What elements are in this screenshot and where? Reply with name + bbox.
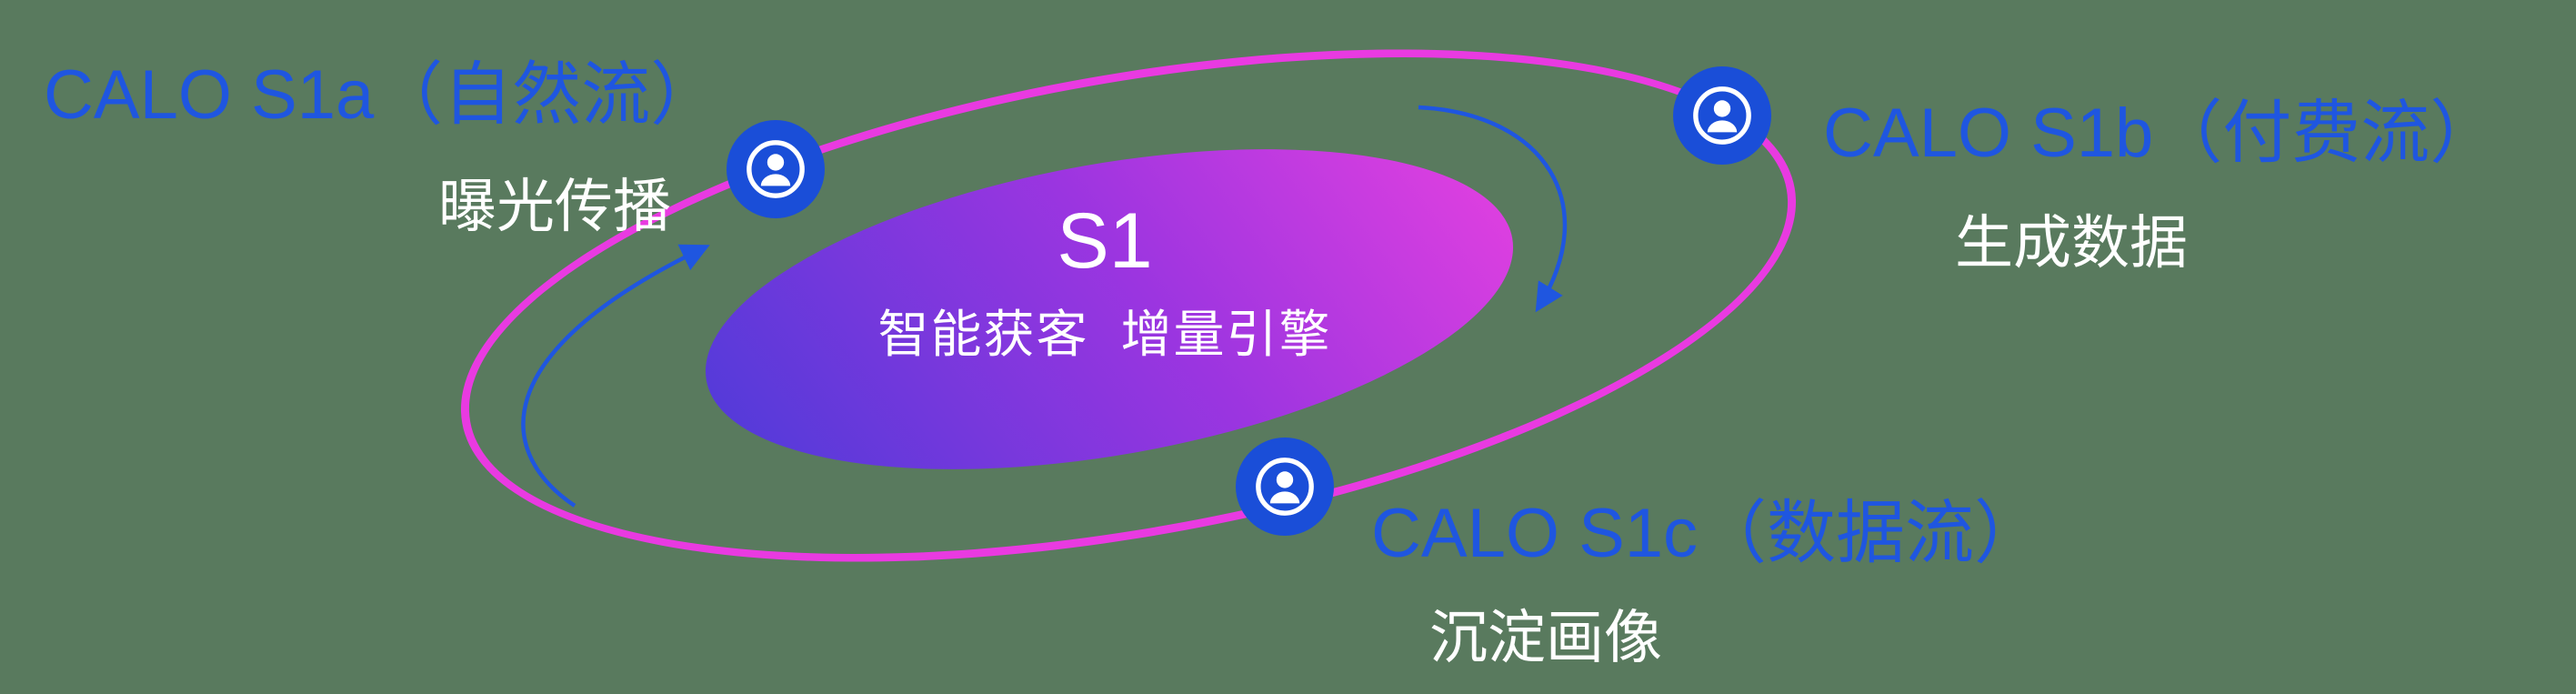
node-s1c xyxy=(1236,438,1334,536)
label-s1b-title: CALO S1b（付费流） xyxy=(1823,95,2500,172)
user-circle-icon xyxy=(1673,66,1771,165)
user-circle-icon xyxy=(727,120,825,218)
center-subtitle: 智能获客 增量引擎 xyxy=(877,305,1332,363)
node-s1a xyxy=(727,120,825,218)
label-s1a-subtitle: 曝光传播 xyxy=(438,174,671,239)
center-text-block: S1 智能获客 增量引擎 xyxy=(832,198,1378,367)
label-s1c-subtitle: 沉淀画像 xyxy=(1429,605,1662,670)
user-circle-icon xyxy=(1236,438,1334,536)
label-s1b-subtitle: 生成数据 xyxy=(1955,210,2188,276)
label-s1a-title: CALO S1a（自然流） xyxy=(44,56,720,134)
node-s1b xyxy=(1673,66,1771,165)
center-title: S1 xyxy=(1057,197,1153,285)
label-s1c-title: CALO S1c（数据流） xyxy=(1371,495,2044,572)
